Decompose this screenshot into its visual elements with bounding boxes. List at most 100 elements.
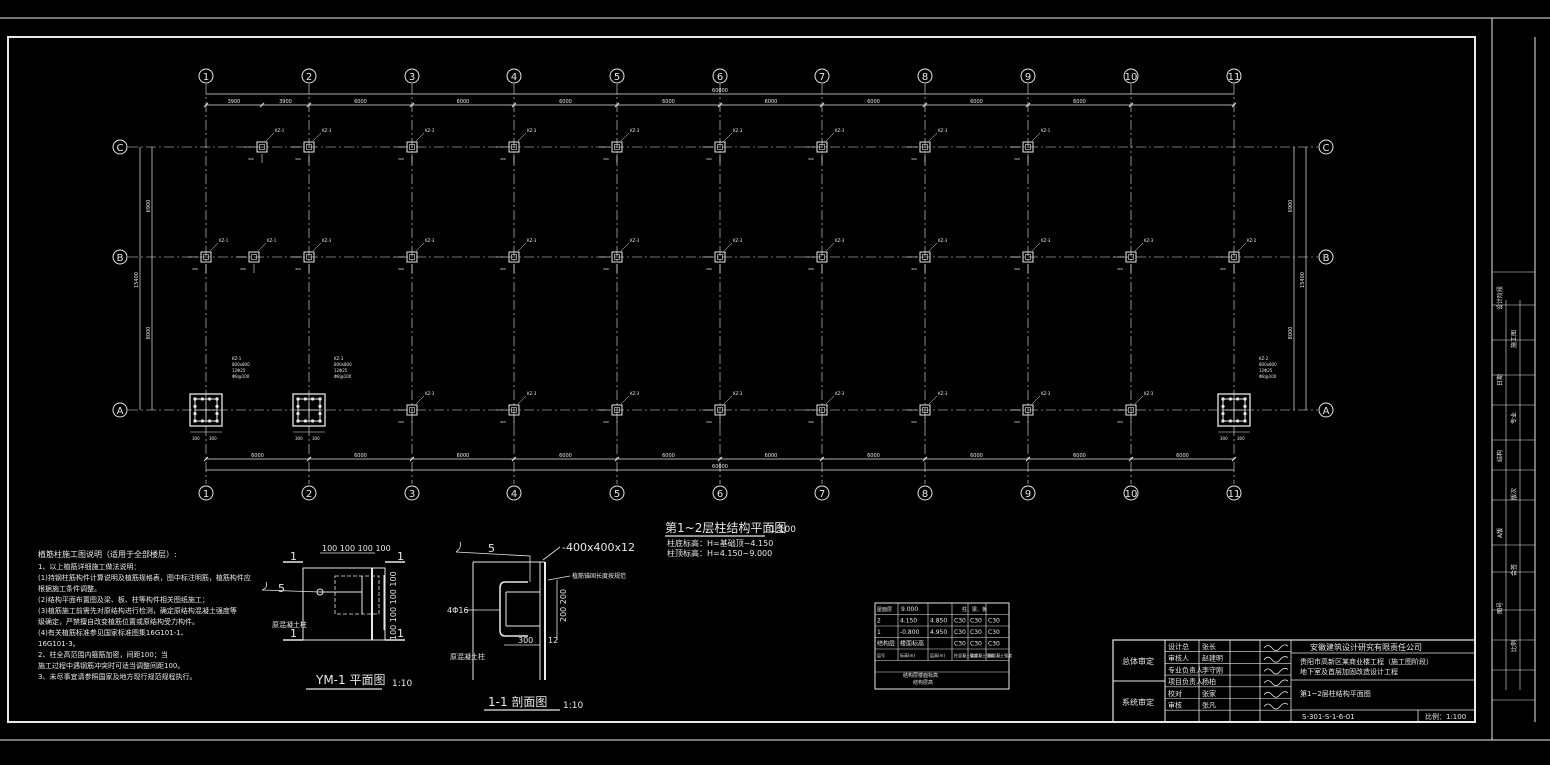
tb-drawing-no: S-301-S-1-6-01 <box>1302 713 1355 721</box>
tb-approval-1: 总体审定 <box>1122 656 1154 666</box>
column-core <box>1231 254 1237 260</box>
column-dim-text: 300 <box>192 436 200 441</box>
dim-top-span: 3900 <box>279 99 292 105</box>
column-leader <box>415 132 425 142</box>
column-small <box>303 251 315 263</box>
notes-line: 根据施工条件调整。 <box>38 584 101 593</box>
rebar-dot <box>296 404 300 408</box>
column-small <box>508 251 520 263</box>
column-leader <box>1031 132 1041 142</box>
column-tag: KZ-3 <box>1041 238 1051 243</box>
tb-project-1: 贵阳市高新区某商业楼工程（施工图阶段） <box>1300 657 1433 666</box>
rebar-dot <box>193 412 197 416</box>
dim-top-span: 6000 <box>867 99 880 105</box>
dim-tick <box>1025 102 1031 108</box>
floor-table-cell: 9.000 <box>901 606 918 613</box>
dim-tick <box>614 456 620 462</box>
dim-tick <box>1231 456 1237 462</box>
ym1-tag-1b: 1 <box>397 550 404 563</box>
column-dim-text: 300 <box>911 157 917 161</box>
column-dim-text: 300 <box>706 267 712 271</box>
column-leader <box>517 242 527 252</box>
grid-bubble-x <box>917 485 933 501</box>
column-tag: KZ-3 <box>425 128 435 133</box>
ym1-tag-5: 5 <box>278 582 285 595</box>
dim-tick <box>259 102 265 108</box>
column-small <box>919 404 931 416</box>
column-dim-text: 300 <box>706 420 712 424</box>
rebar-dot <box>1221 419 1225 423</box>
dim-tick <box>1128 102 1134 108</box>
column-note: 800x800 <box>334 362 352 367</box>
grid-label-x: 11 <box>1228 72 1241 83</box>
strip-label: 版次 <box>1510 488 1518 500</box>
column-dim-text: 300 <box>808 157 814 161</box>
column-leader <box>928 395 938 405</box>
column-dim-text: 300 <box>603 267 609 271</box>
dim-left-1: 6900 <box>146 200 152 213</box>
grid-label-x: 1 <box>203 72 209 83</box>
column-leader <box>825 132 835 142</box>
column-small <box>1228 251 1240 263</box>
column-core <box>259 144 265 150</box>
rebar-dot <box>318 397 322 401</box>
dim-tick <box>1128 456 1134 462</box>
dim-tick <box>511 456 517 462</box>
column-dim-text: 300 <box>1014 267 1020 271</box>
column-small <box>248 251 260 263</box>
notes-line: 级确定，严禁擅自改变植筋位置或原结构受力构件。 <box>38 617 199 626</box>
column-leader <box>620 242 630 252</box>
column-small <box>919 141 931 153</box>
floor-table-cell: C30 <box>970 629 982 636</box>
column-dim-text: 300 <box>808 267 814 271</box>
column-leader <box>1031 242 1041 252</box>
tb-role: 校对 <box>1168 689 1182 698</box>
column-small <box>714 141 726 153</box>
rebar-dot <box>208 419 212 423</box>
column-leader <box>825 242 835 252</box>
column-dim-text: 300 <box>911 267 917 271</box>
rebar-dot <box>1228 397 1232 401</box>
dim-tick <box>1025 456 1031 462</box>
grid-bubble-x <box>1226 68 1242 84</box>
plan-scale: 1:100 <box>770 525 796 535</box>
ym1-label: 原混凝土柱 <box>272 620 307 629</box>
column-note: KZ-1 <box>232 356 242 361</box>
dim-top-span: 3900 <box>228 99 241 105</box>
grid-bubble-x <box>712 68 728 84</box>
grid-label-x: 6 <box>717 72 723 83</box>
dim-tick <box>717 102 723 108</box>
column-leader <box>415 395 425 405</box>
dim-tick <box>409 102 415 108</box>
column-tag: KZ-3 <box>1041 391 1051 396</box>
grid-bubble-x <box>609 68 625 84</box>
strip-label: 图号 <box>1497 602 1504 614</box>
dim-top-span: 6000 <box>354 99 367 105</box>
column-dim-text: 300 <box>603 157 609 161</box>
dim-tick <box>203 456 209 462</box>
column-core <box>511 144 517 150</box>
column-note: Φ8@100 <box>1259 374 1277 379</box>
rebar-dot <box>296 397 300 401</box>
dim-bottom-span: 6000 <box>662 453 675 459</box>
column-dim-text: 300 <box>1220 267 1226 271</box>
floor-table-cell: C30 <box>970 641 982 648</box>
grid-bubble-y <box>1318 249 1334 265</box>
floor-table-cell: 屋面层 <box>877 607 892 613</box>
section-dim-12: 12 <box>548 636 558 645</box>
grid-label-x: 5 <box>614 72 620 83</box>
column-dim-text: 300 <box>808 420 814 424</box>
tb-name: 杨柏 <box>1202 677 1216 686</box>
tb-role: 设计总 <box>1168 642 1189 651</box>
floor-table-cell: C30 <box>954 641 966 648</box>
column-tag: KZ-3 <box>835 391 845 396</box>
ym1-tag-1d: 1 <box>397 627 404 640</box>
column-tag: KZ-3 <box>425 238 435 243</box>
column-note: 12Φ25 <box>1259 368 1273 373</box>
notes-line: 3、未尽事宜请参照国家及地方现行规范规程执行。 <box>38 672 196 681</box>
column-core <box>922 144 928 150</box>
dim-bottom-span: 6000 <box>765 453 778 459</box>
column-dim-text: 300 <box>500 267 506 271</box>
rebar-dot <box>303 397 307 401</box>
column-dim-text: 300 <box>1237 436 1245 441</box>
